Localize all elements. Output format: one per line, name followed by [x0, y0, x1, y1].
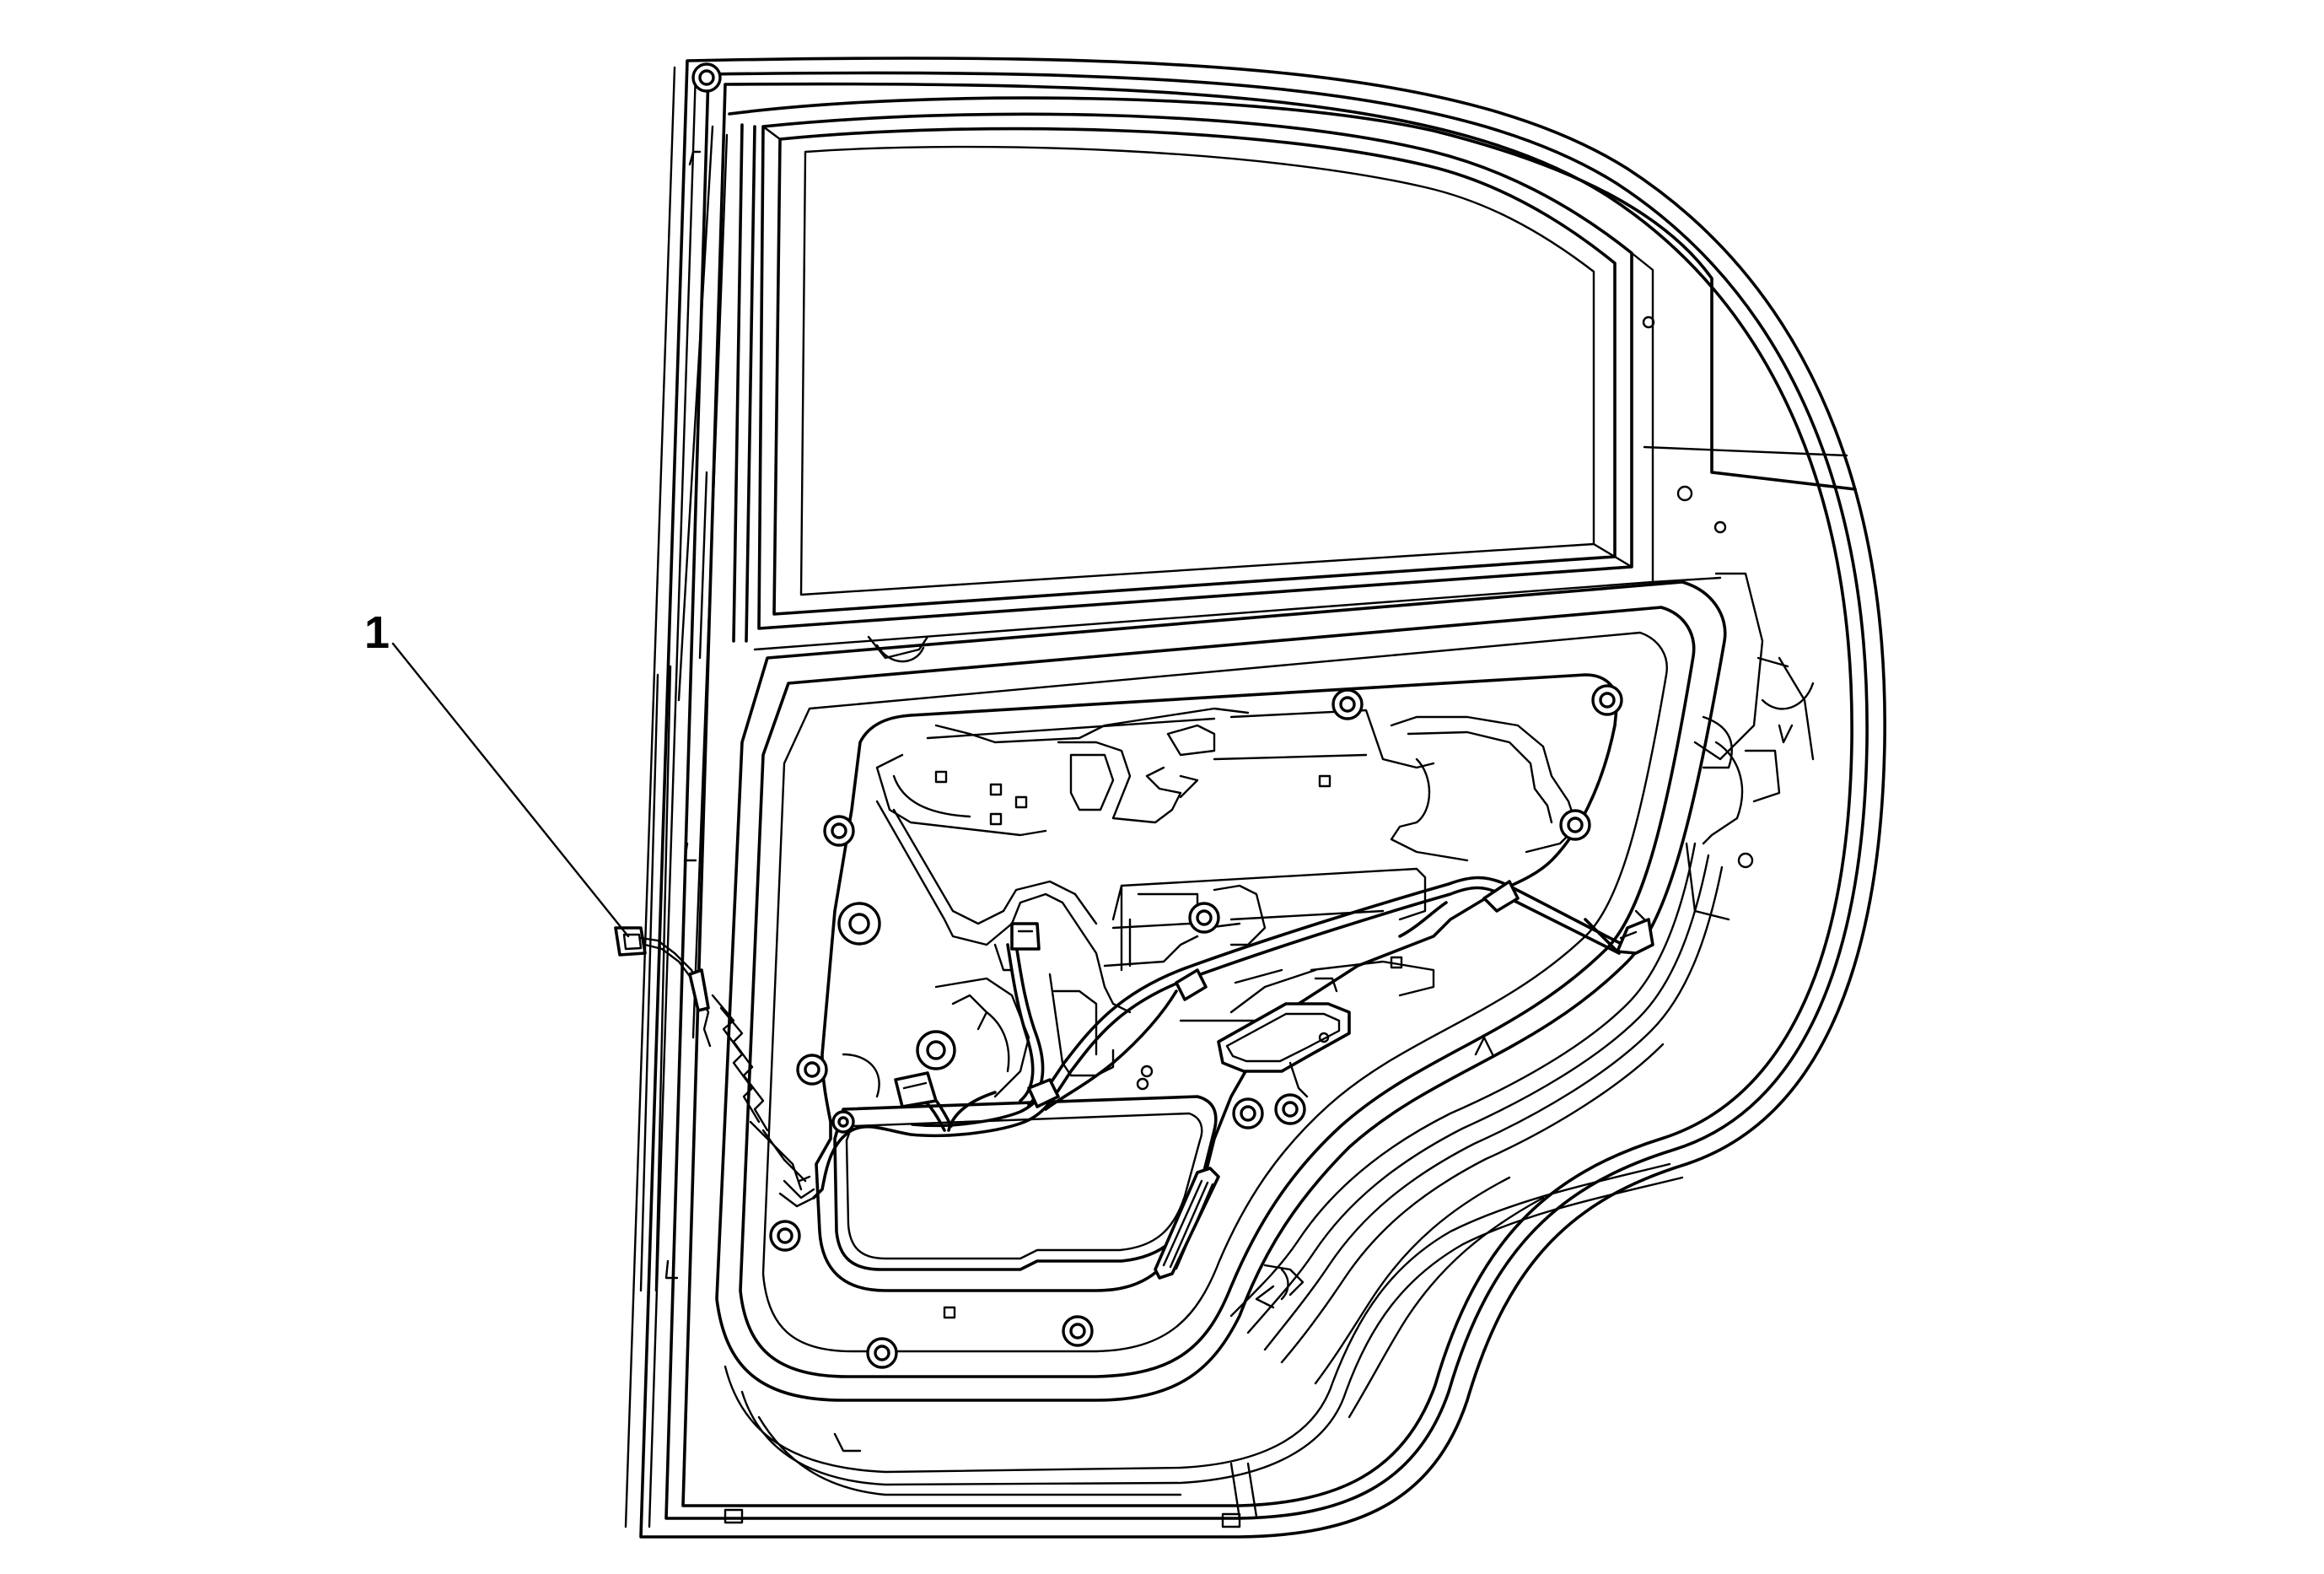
bolt	[1274, 1093, 1306, 1125]
bolt	[1062, 1315, 1094, 1347]
bolt	[1188, 902, 1220, 934]
callout-1-label: 1	[364, 607, 390, 658]
bolt	[837, 902, 881, 946]
module-bolts	[769, 684, 1623, 1369]
hinge-pillar	[624, 66, 729, 1528]
bolt	[916, 1030, 956, 1070]
window-frame	[728, 96, 1857, 663]
bolt	[1591, 684, 1623, 716]
wiring-harness-connector	[614, 926, 807, 1191]
bolt	[1559, 809, 1591, 841]
door-outer-shell	[639, 57, 1886, 1539]
bolt	[796, 1054, 828, 1086]
bolt	[866, 1337, 898, 1369]
window-regulator-module	[815, 673, 1619, 1292]
wiring-harness	[778, 876, 1654, 1208]
bolt	[823, 815, 855, 847]
lower-door-body	[724, 842, 1724, 1528]
bolt	[769, 1220, 801, 1252]
bolt	[1232, 1097, 1264, 1129]
callout-1-leader-line	[391, 642, 630, 938]
corner-bolt-top-left	[691, 62, 722, 93]
callout-1: 1	[364, 607, 630, 938]
inner-panel	[715, 580, 1727, 1402]
panel-marker-holes	[934, 770, 1403, 1319]
bolt	[1331, 688, 1364, 720]
